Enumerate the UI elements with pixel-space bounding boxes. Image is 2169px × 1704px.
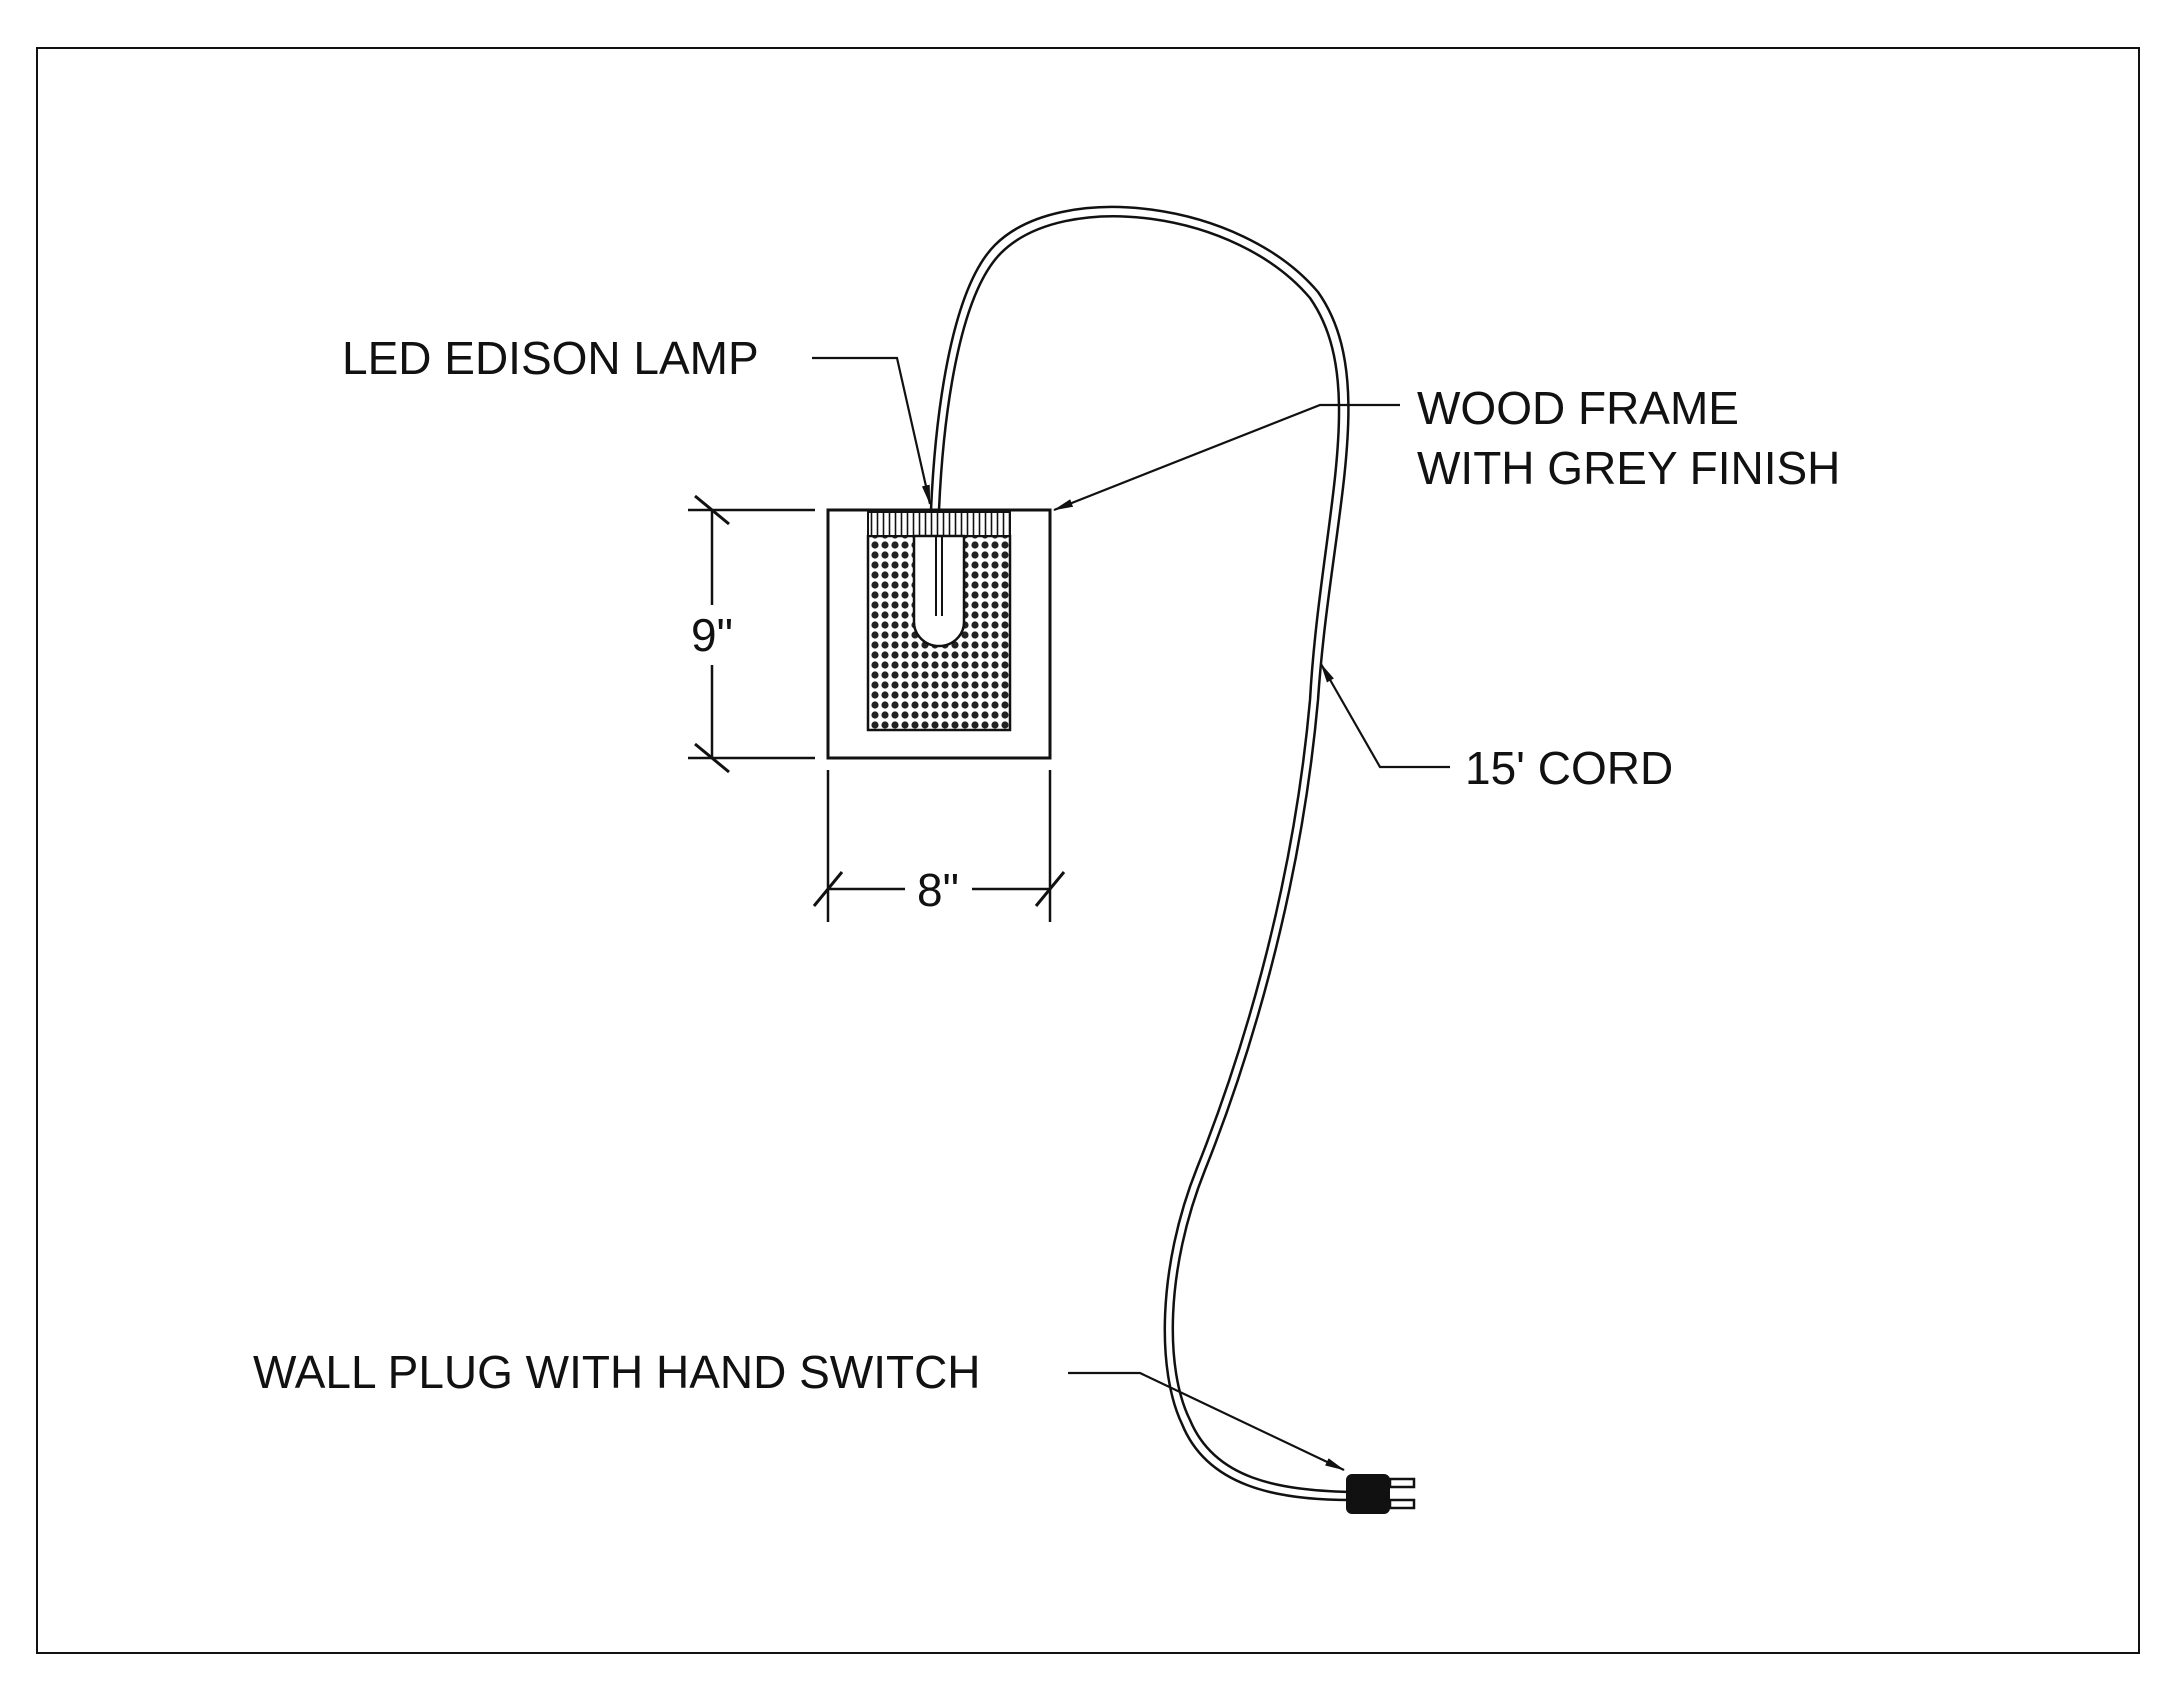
lamp-callout: LED EDISON LAMP	[342, 332, 759, 384]
cord-callout: 15' CORD	[1465, 742, 1673, 794]
height-dimension	[688, 494, 815, 774]
height-dimension-label: 9"	[691, 609, 733, 661]
cord-outer-line	[929, 205, 1351, 1494]
cord-inner-line	[937, 215, 1351, 1502]
plug-body	[1346, 1474, 1390, 1514]
plug-leader	[1068, 1371, 1345, 1471]
wall-plug-icon	[1346, 1474, 1416, 1514]
callout-leaders	[812, 356, 1450, 1471]
sheet-border	[36, 47, 2140, 1654]
lamp-leader	[812, 356, 932, 505]
plug-prong	[1388, 1498, 1416, 1510]
power-cord	[929, 205, 1351, 1502]
lamp-socket-band	[867, 511, 1011, 537]
frame-leader	[1053, 403, 1400, 512]
plug-callout: WALL PLUG WITH HAND SWITCH	[253, 1346, 981, 1398]
width-dimension-label: 8"	[917, 864, 959, 916]
frame-callout-line2: WITH GREY FINISH	[1417, 442, 1840, 494]
lamp-fixture	[826, 508, 1052, 760]
width-dimension	[812, 770, 1066, 922]
frame-callout-line1: WOOD FRAME	[1417, 382, 1739, 434]
led-edison-bulb	[912, 534, 966, 648]
plug-prong	[1388, 1477, 1416, 1489]
cord-leader	[1320, 663, 1450, 769]
